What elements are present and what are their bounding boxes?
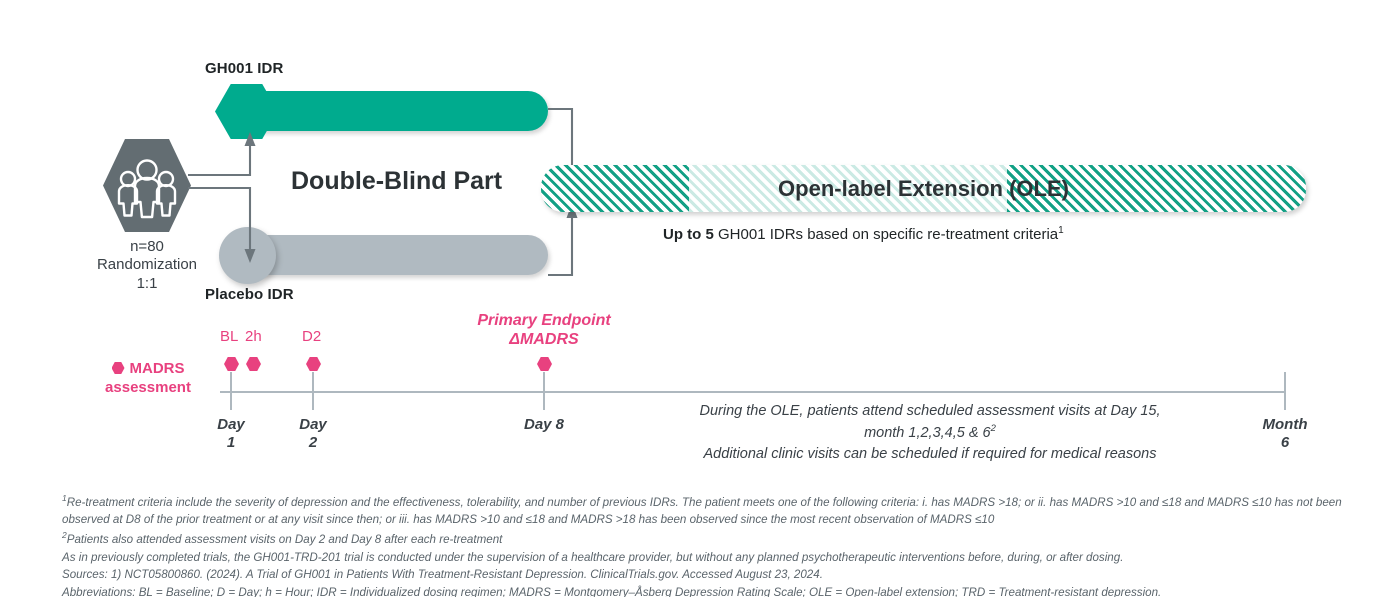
footnote-2-text: Patients also attended assessment visits… (66, 532, 503, 546)
ole-bar-light-section (689, 165, 1007, 212)
madrs-marker-bl (224, 357, 239, 371)
timeline-tick-day2 (312, 372, 314, 410)
double-blind-part-title: Double-Blind Part (291, 167, 503, 195)
visit-label-2h: 2h (245, 328, 262, 345)
visit-label-d2: D2 (302, 328, 322, 345)
axis-label-day-2: Day 2 (263, 416, 363, 452)
footnote-abbreviations-name: Åsberg (635, 585, 672, 597)
axis-label-month-6-line1: Month (1262, 416, 1308, 433)
ole-visit-note: During the OLE, patients attend schedule… (620, 401, 1240, 465)
madrs-legend-line2: assessment (105, 378, 191, 396)
ole-visit-note-line1: During the OLE, patients attend schedule… (699, 403, 1161, 419)
randomization-connectors (188, 132, 256, 263)
axis-label-day-8-line1: Day 8 (523, 416, 565, 433)
ole-visit-note-line2-superscript: 2 (990, 423, 996, 435)
visit-label-bl: BL (220, 328, 239, 345)
timeline-tick-month6 (1284, 372, 1286, 410)
primary-endpoint-line1: Primary Endpoint (477, 312, 611, 329)
ole-subtitle-bold: Up to 5 (663, 226, 714, 243)
ole-bar: Open-label Extension (OLE) (541, 165, 1306, 212)
gh001-arm-label: GH001 IDR (205, 60, 284, 77)
footnote-2: 2Patients also attended assessment visit… (62, 529, 1354, 548)
footnote-abbreviations: Abbreviations: BL = Baseline; D = Day; h… (62, 584, 1354, 597)
primary-endpoint-label: Primary Endpoint ΔMADRS (444, 311, 644, 349)
ole-subtitle-rest: GH001 IDRs based on specific re-treatmen… (713, 226, 1059, 243)
randomization-n: n=80 (130, 238, 164, 255)
madrs-marker-d2 (306, 357, 321, 371)
ole-visit-note-line2: month 1,2,3,4,5 & 62 (620, 422, 1240, 444)
axis-label-day-8: Day 8 (494, 416, 594, 434)
timeline-axis (220, 391, 1286, 393)
axis-label-day-2-line1: Day (299, 416, 327, 433)
axis-label-day-1-line1: Day (217, 416, 245, 433)
footnote-1-marker: 1 (62, 493, 67, 503)
axis-label-day-1-line2: 1 (226, 434, 236, 451)
madrs-legend-line1: MADRS (129, 360, 185, 377)
timeline-tick-day8 (543, 372, 545, 410)
madrs-marker-day8 (537, 357, 552, 371)
ole-subtitle: Up to 5 GH001 IDRs based on specific re-… (663, 225, 1064, 243)
madrs-legend: MADRS assessment (78, 360, 218, 398)
ole-visit-note-line3: Additional clinic visits can be schedule… (703, 445, 1157, 462)
ole-visit-note-line2-text: month 1,2,3,4,5 & 6 (864, 424, 991, 441)
madrs-marker-2h (246, 357, 261, 371)
axis-label-month-6-line2: 6 (1280, 434, 1290, 451)
primary-endpoint-line2: ΔMADRS (509, 331, 579, 349)
timeline-tick-day1 (230, 372, 232, 410)
hexagon-marker-icon (111, 362, 125, 374)
randomization-word: Randomization (96, 256, 198, 274)
axis-label-month-6: Month 6 (1235, 416, 1335, 452)
footnote-abbreviations-post: Depression Rating Scale; OLE = Open-labe… (671, 585, 1162, 597)
gh001-bar (258, 91, 548, 131)
placebo-bar (258, 235, 548, 275)
footnote-abbreviations-pre: Abbreviations: BL = Baseline; D = Day; h… (62, 585, 635, 597)
people-group-icon (103, 139, 191, 232)
footnote-3: As in previously completed trials, the G… (62, 550, 1124, 564)
placebo-arm-label: Placebo IDR (205, 286, 294, 303)
randomization-caption: n=80 Randomization 1:1 (78, 238, 216, 293)
randomization-ratio: 1:1 (136, 274, 158, 292)
footnote-2-marker: 2 (62, 530, 67, 541)
ole-subtitle-superscript: 1 (1058, 225, 1064, 236)
footnote-sources: Sources: 1) NCT05800860. (2024). A Trial… (62, 568, 823, 582)
axis-label-day-2-line2: 2 (308, 434, 318, 451)
ole-title: Open-label Extension (OLE) (778, 175, 1069, 201)
footnotes-block: 1Re-treatment criteria include the sever… (62, 492, 1354, 597)
footnote-1-text: Re-treatment criteria include the severi… (62, 495, 1342, 527)
footnote-1: 1Re-treatment criteria include the sever… (62, 492, 1354, 529)
axis-label-day-1: Day 1 (181, 416, 281, 452)
